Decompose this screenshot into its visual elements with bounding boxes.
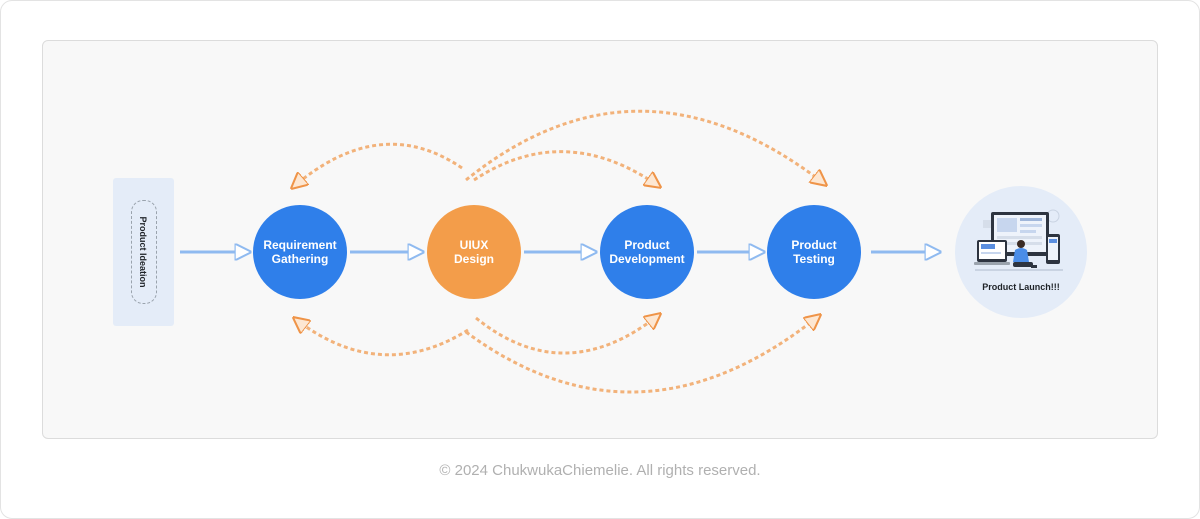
product-development-node: Product Development [600, 205, 694, 299]
ideation-dashed-outline [131, 200, 157, 304]
requirement-gathering-node: Requirement Gathering [253, 205, 347, 299]
copyright-footer: © 2024 ChukwukaChiemelie. All rights res… [439, 462, 761, 479]
uiux-design-node: UIUX Design [427, 205, 521, 299]
loop-uiux-to-testing-bottom [465, 315, 820, 394]
product-launch-label: Product Launch!!! [982, 282, 1060, 292]
loop-uiux-to-development-bottom [475, 314, 660, 355]
product-testing-node: Product Testing [767, 205, 861, 299]
product-ideation-label: Product Ideation [138, 216, 148, 288]
launch-illustration-icon [974, 209, 1063, 271]
product-testing-label: Product Testing [791, 238, 837, 266]
loop-uiux-to-development-top [473, 150, 660, 187]
product-development-label: Product Development [609, 238, 685, 266]
requirement-gathering-label: Requirement Gathering [263, 238, 337, 266]
loop-uiux-to-requirement-top [292, 142, 463, 188]
loop-uiux-to-requirement-bottom [294, 318, 469, 357]
product-launch-node: Product Launch!!! [955, 186, 1087, 318]
product-ideation-card: Product Ideation [113, 178, 174, 326]
uiux-design-label: UIUX Design [453, 238, 494, 266]
loop-uiux-to-testing-top [465, 109, 826, 185]
